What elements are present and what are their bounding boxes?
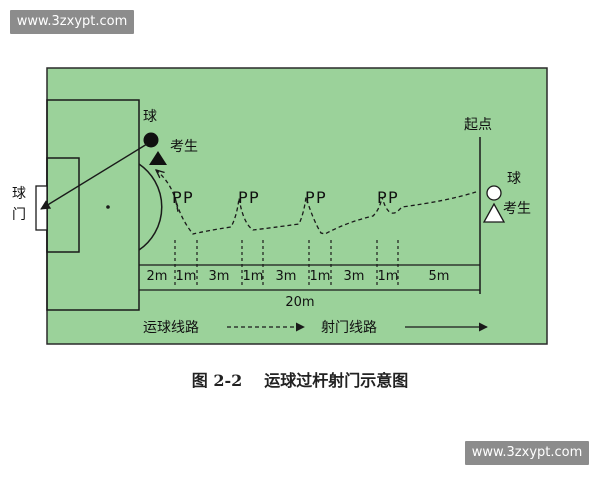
watermark-top: www.3zxypt.com <box>10 10 134 34</box>
figure-title: 运球过杆射门示意图 <box>264 371 409 390</box>
goal-label-2: 门 <box>12 207 26 223</box>
pole-icon: P <box>238 188 248 207</box>
distance-label: 1m <box>243 269 264 284</box>
penalty-spot <box>106 205 110 209</box>
total-distance-label: 20m <box>285 295 314 310</box>
pole-icon: P <box>377 188 387 207</box>
examinee-label-left: 考生 <box>170 139 198 155</box>
figure-number: 图 2-2 <box>191 371 243 390</box>
pole-icon: P <box>249 188 259 207</box>
pole-icon: P <box>183 188 193 207</box>
start-label: 起点 <box>464 117 492 133</box>
field <box>46 67 548 345</box>
pole-icon: P <box>388 188 398 207</box>
dribble-path <box>156 170 477 235</box>
tick-lines <box>174 240 399 285</box>
distance-label: 1m <box>176 269 197 284</box>
pole-icon: P <box>305 188 315 207</box>
distance-label: 3m <box>209 269 230 284</box>
pole-pair-2: P P <box>238 188 259 207</box>
penalty-arc <box>138 163 163 251</box>
examinee-triangle-icon <box>149 151 167 165</box>
legend-dribble-label: 运球线路 <box>143 320 199 336</box>
ball-label-right: 球 <box>507 171 521 187</box>
distance-label: 1m <box>378 269 399 284</box>
examinee-outline-icon <box>482 202 506 223</box>
pole-icon: P <box>172 188 182 207</box>
field-diagram: 球 门 球 考生 P P P P P P P P <box>12 67 548 345</box>
distance-labels: 2m 1m 3m 1m 3m 1m 3m 1m 5m <box>147 269 450 284</box>
pole-pair-3: P P <box>305 188 326 207</box>
ball-icon <box>143 132 159 148</box>
figure-caption: 图 2-2 运球过杆射门示意图 <box>0 367 600 391</box>
flag-poles: P P P P P P P P <box>172 188 398 207</box>
watermark-bottom: www.3zxypt.com <box>465 441 589 465</box>
distance-label: 3m <box>344 269 365 284</box>
distance-label: 1m <box>310 269 331 284</box>
shooting-path <box>40 143 148 210</box>
distance-label: 5m <box>429 269 450 284</box>
pole-icon: P <box>316 188 326 207</box>
pole-pair-1: P P <box>172 188 193 207</box>
ball-label-left: 球 <box>143 109 157 125</box>
ball-outline-icon <box>486 185 502 201</box>
legend-shoot-label: 射门线路 <box>321 320 377 336</box>
goal-label-1: 球 <box>12 186 26 202</box>
pole-pair-4: P P <box>377 188 398 207</box>
examinee-label-right: 考生 <box>503 201 531 217</box>
distance-label: 3m <box>276 269 297 284</box>
distance-label: 2m <box>147 269 168 284</box>
